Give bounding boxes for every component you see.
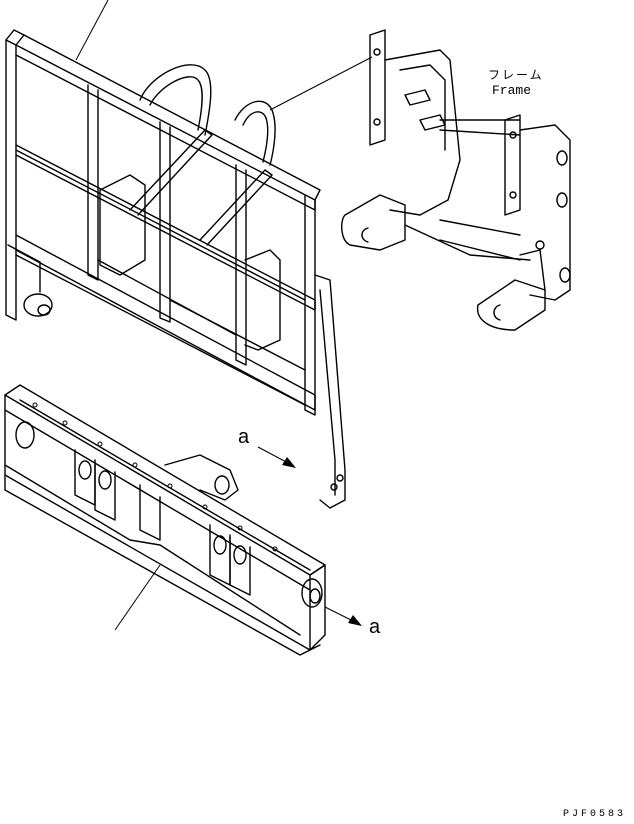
leader-line-frame (269, 56, 373, 111)
frame-label-en: Frame (492, 83, 532, 98)
arrow-ref-label-1: a (238, 426, 250, 448)
leader-line-guard (75, 0, 109, 61)
leader-line-carriage (114, 564, 161, 631)
reference-arrow-1 (257, 446, 296, 468)
arrow-ref-label-2: a (369, 616, 381, 638)
backrest-guard-assembly (5, 0, 373, 509)
carriage-bar-assembly (4, 384, 326, 656)
drawing-code: PJF0583 (562, 809, 626, 820)
reference-arrow-2 (324, 606, 362, 626)
rail-tabs (32, 402, 278, 552)
frame-assembly (341, 29, 571, 331)
frame-label-jp: フレーム (488, 68, 544, 82)
